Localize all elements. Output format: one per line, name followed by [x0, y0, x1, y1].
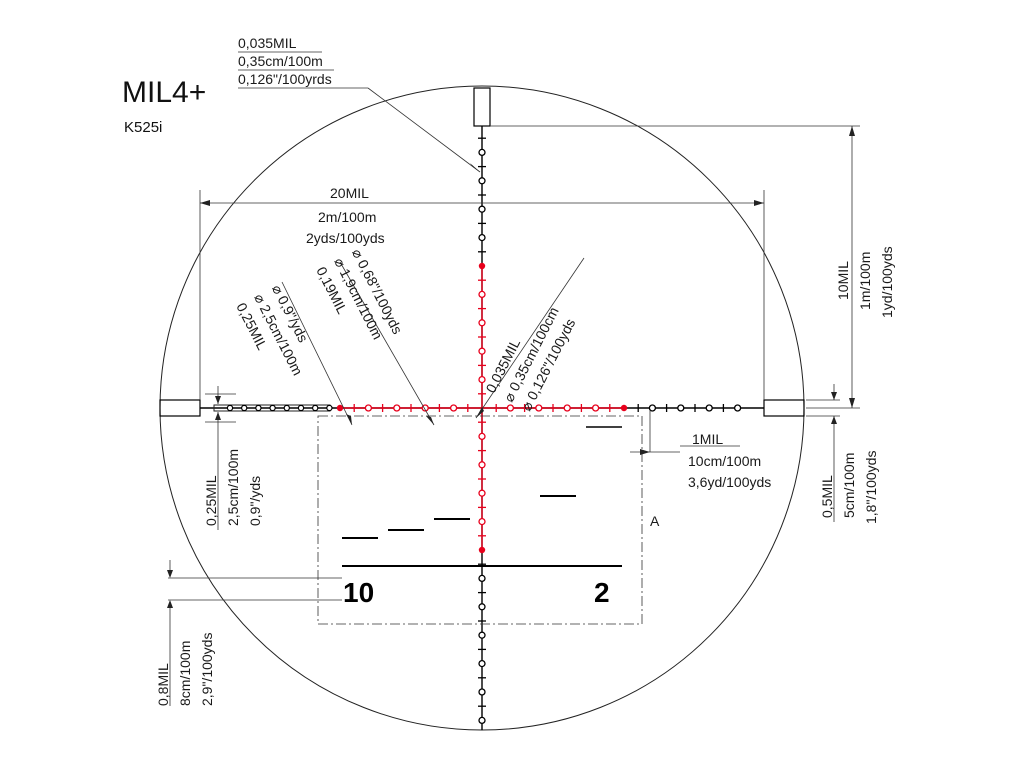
svg-text:10MIL: 10MIL — [835, 261, 851, 300]
reticle-title: MIL4+ — [122, 76, 206, 109]
dimension-10mil: 10MIL 1m/100m 1yd/100yds — [490, 125, 895, 409]
ladder-dot — [283, 404, 290, 412]
reticle-hollow-dot — [478, 148, 486, 157]
ladder-dot — [269, 404, 276, 412]
reticle-hollow-dot — [478, 290, 486, 299]
reticle-hollow-dot — [478, 461, 486, 469]
reticle-solid-dot — [620, 404, 628, 412]
reticle-hollow-dot — [393, 404, 401, 412]
svg-text:0,8MIL: 0,8MIL — [155, 663, 171, 706]
horizontal-marks — [336, 404, 742, 412]
reticle-hollow-dot — [677, 404, 685, 412]
reticle-hollow-dot — [648, 404, 657, 412]
svg-text:1yd/100yds: 1yd/100yds — [879, 246, 895, 318]
callout-top-dot: 0,035MIL 0,35cm/100m 0,126"/100yrds — [238, 35, 481, 173]
svg-text:1,8"/100yds: 1,8"/100yds — [863, 451, 879, 524]
ladder-dot — [297, 404, 305, 412]
reticle-solid-dot — [336, 404, 344, 412]
dimension-20mil: 20MIL 2m/100m 2yds/100yds — [199, 185, 765, 400]
reticle-hollow-dot — [364, 404, 373, 412]
reticle-solid-dot — [478, 546, 486, 554]
svg-text:2,5cm/100m: 2,5cm/100m — [225, 449, 241, 526]
svg-text:0,9"/yds: 0,9"/yds — [247, 476, 263, 526]
reticle-hollow-dot — [449, 404, 458, 412]
reticle-hollow-dot — [478, 177, 486, 185]
svg-text:0,35cm/100m: 0,35cm/100m — [238, 53, 323, 69]
right-post — [763, 399, 805, 417]
svg-text:0,035MIL: 0,035MIL — [238, 35, 297, 51]
reticle-hollow-dot — [478, 489, 486, 497]
reticle-hollow-dot — [478, 517, 486, 526]
reticle-hollow-dot — [478, 659, 486, 668]
left-ladder-dots — [226, 404, 333, 412]
svg-text:8cm/100m: 8cm/100m — [177, 641, 193, 706]
ladder-dot — [255, 404, 262, 412]
vertical-marks — [478, 137, 486, 725]
svg-text:2m/100m: 2m/100m — [318, 209, 376, 225]
callout-center-dot: 0,035MIL ⌀ 0,35cm/100cm ⌀ 0,126"/100yds — [475, 257, 585, 419]
svg-text:0,5MIL: 0,5MIL — [819, 475, 835, 518]
svg-text:3,6yd/100yds: 3,6yd/100yds — [688, 474, 771, 490]
reticle-solid-dot — [478, 262, 486, 270]
svg-text:20MIL: 20MIL — [330, 185, 369, 201]
svg-text:5cm/100m: 5cm/100m — [841, 453, 857, 518]
svg-text:0,25MIL: 0,25MIL — [203, 475, 219, 526]
box-marker: A — [650, 513, 660, 529]
reticle-hollow-dot — [478, 347, 486, 355]
dimension-range-line: 0,8MIL 8cm/100m 2,9"/100yds — [155, 560, 342, 706]
svg-text:1m/100m: 1m/100m — [857, 252, 873, 310]
holdover-box — [317, 415, 643, 625]
range-number-right: 2 — [594, 577, 610, 608]
reticle-hollow-dot — [591, 404, 600, 412]
reticle-hollow-dot — [478, 432, 486, 441]
reticle-hollow-dot — [733, 404, 742, 412]
reticle-hollow-dot — [705, 404, 713, 412]
reticle-hollow-dot — [478, 574, 486, 583]
svg-text:1MIL: 1MIL — [692, 431, 723, 447]
top-post — [473, 87, 491, 127]
ladder-dot — [312, 404, 319, 412]
svg-text:10cm/100m: 10cm/100m — [688, 453, 761, 469]
dimension-right-post: 0,5MIL 5cm/100m 1,8"/100yds — [806, 384, 879, 524]
svg-text:2yds/100yds: 2yds/100yds — [306, 230, 385, 246]
reticle-hollow-dot — [478, 688, 486, 696]
reticle-hollow-dot — [478, 631, 486, 639]
svg-text:2,9"/100yds: 2,9"/100yds — [199, 633, 215, 706]
ladder-dot — [326, 404, 333, 412]
reticle-hollow-dot — [478, 233, 486, 242]
dimension-left-post: 0,25MIL 2,5cm/100m 0,9"/yds — [203, 386, 263, 530]
callout-dot-019: 0,19MIL ⌀ 1,9cm/100m ⌀ 0,68"/100yds — [313, 246, 435, 426]
ladder-dot — [226, 404, 234, 412]
svg-text:0,126"/100yrds: 0,126"/100yrds — [238, 71, 332, 87]
reticle-model: K525i — [124, 119, 162, 136]
reticle-hollow-dot — [478, 716, 486, 725]
ladder-dot — [240, 404, 248, 412]
left-post — [159, 399, 201, 417]
dimension-1mil: 1MIL 10cm/100m 3,6yd/100yds — [630, 410, 771, 490]
reticle-hollow-dot — [478, 205, 486, 213]
reticle-hollow-dot — [478, 603, 486, 611]
reticle-hollow-dot — [478, 319, 486, 327]
reticle-hollow-dot — [563, 404, 571, 412]
reticle-hollow-dot — [535, 404, 543, 412]
range-number-left: 10 — [343, 577, 374, 608]
reticle-hollow-dot — [506, 404, 515, 412]
reticle-hollow-dot — [478, 375, 486, 384]
